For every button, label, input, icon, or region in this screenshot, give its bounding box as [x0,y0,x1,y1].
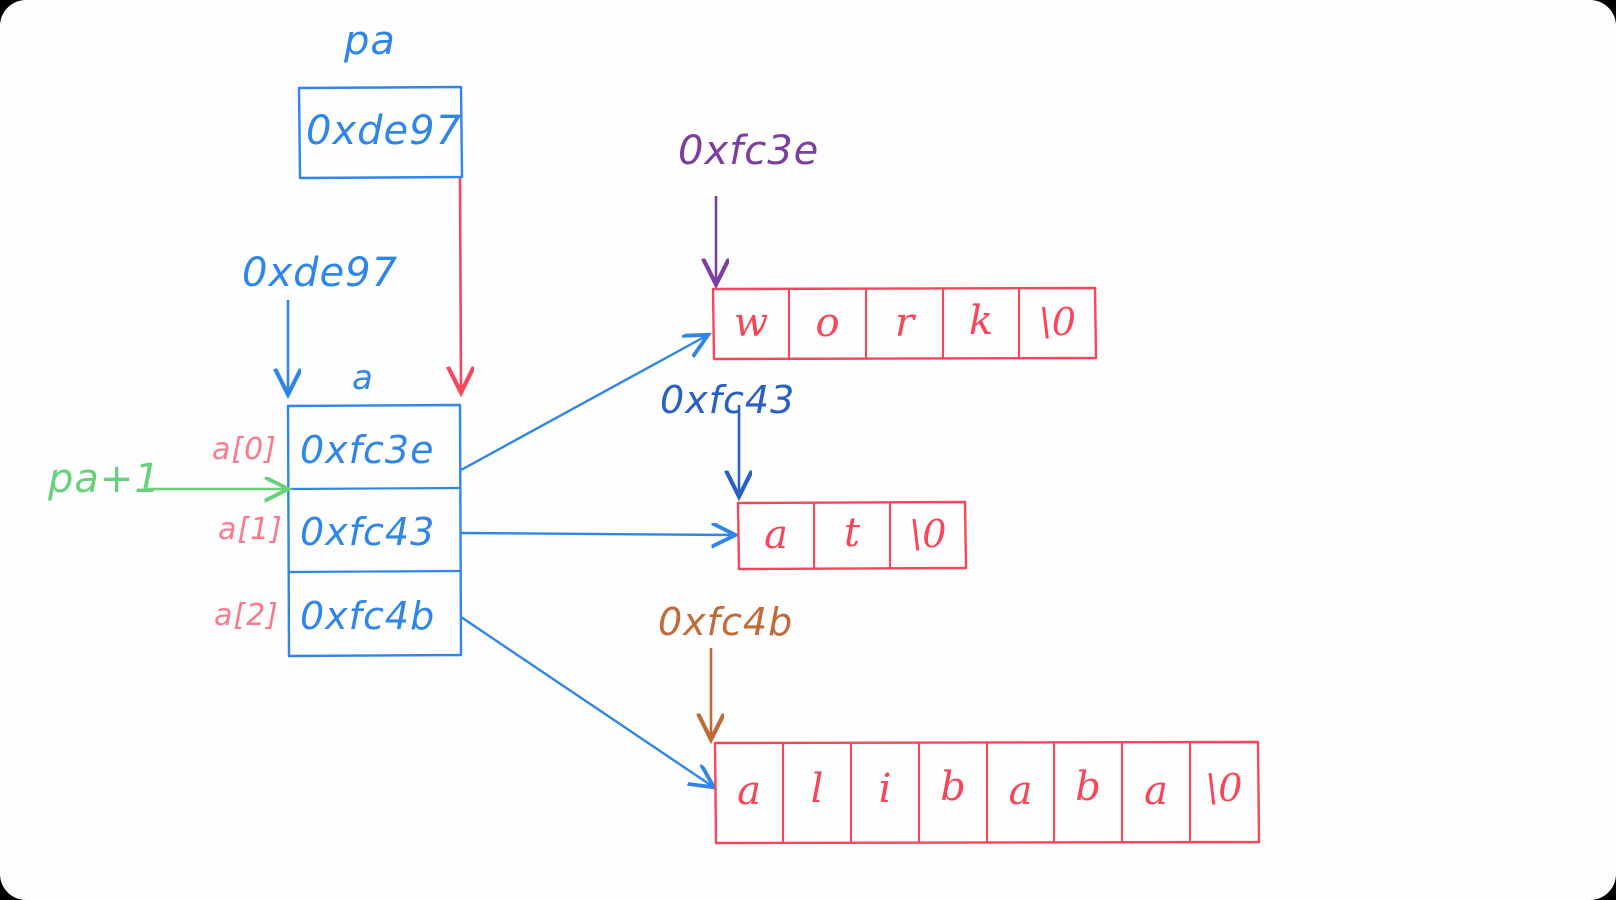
string-char-alibaba-5: b [1075,764,1101,810]
string-box-work [711,286,1098,361]
array-cell-value-1[interactable]: 0xfc43 [300,510,436,554]
array-cell-value-2[interactable]: 0xfc4b [300,594,436,638]
array-cell-value-0[interactable]: 0xfc3e [300,428,435,472]
array-index-label-1: a[1] [218,512,283,547]
string-char-work-3: k [968,298,994,344]
string-char-work-1: o [815,300,840,346]
array-index-label-2: a[2] [214,598,279,633]
string-char-alibaba-2: i [878,766,892,812]
string-char-work-4: \0 [1039,300,1076,344]
string-char-work-2: r [894,300,915,346]
string-address-label-at: 0xfc43 [660,378,796,422]
string-char-at-0: a [764,512,788,558]
string-char-work-0: w [733,300,769,346]
a1-to-at-arrow [460,533,733,535]
pa-box-value: 0xde97 [306,108,463,154]
pa-box-outline [297,85,464,180]
string-char-alibaba-1: l [810,766,824,812]
pa-box-title: pa [344,18,396,64]
string-box-alibaba [713,740,1261,845]
array-box-outline [286,403,463,658]
string-box-at [736,500,968,571]
string-char-alibaba-3: b [940,764,966,810]
string-char-at-2: \0 [909,512,947,556]
pa-to-array-arrow [460,177,461,390]
string-address-label-work: 0xfc3e [678,128,820,174]
string-char-alibaba-4: a [1008,768,1033,814]
string-char-at-1: t [843,510,861,556]
string-char-alibaba-6: a [1144,768,1168,814]
a0-to-work-arrow [460,336,706,472]
array-title: a [352,358,374,398]
a2-to-alibaba-arrow [460,616,712,786]
array-index-label-0: a[0] [212,432,277,467]
string-address-label-alibaba: 0xfc4b [658,600,794,644]
string-char-alibaba-7: \0 [1205,766,1243,810]
array-address-label: 0xde97 [242,250,399,296]
string-char-alibaba-0: a [737,768,761,814]
pa-plus-one-label: pa+1 [48,456,161,502]
